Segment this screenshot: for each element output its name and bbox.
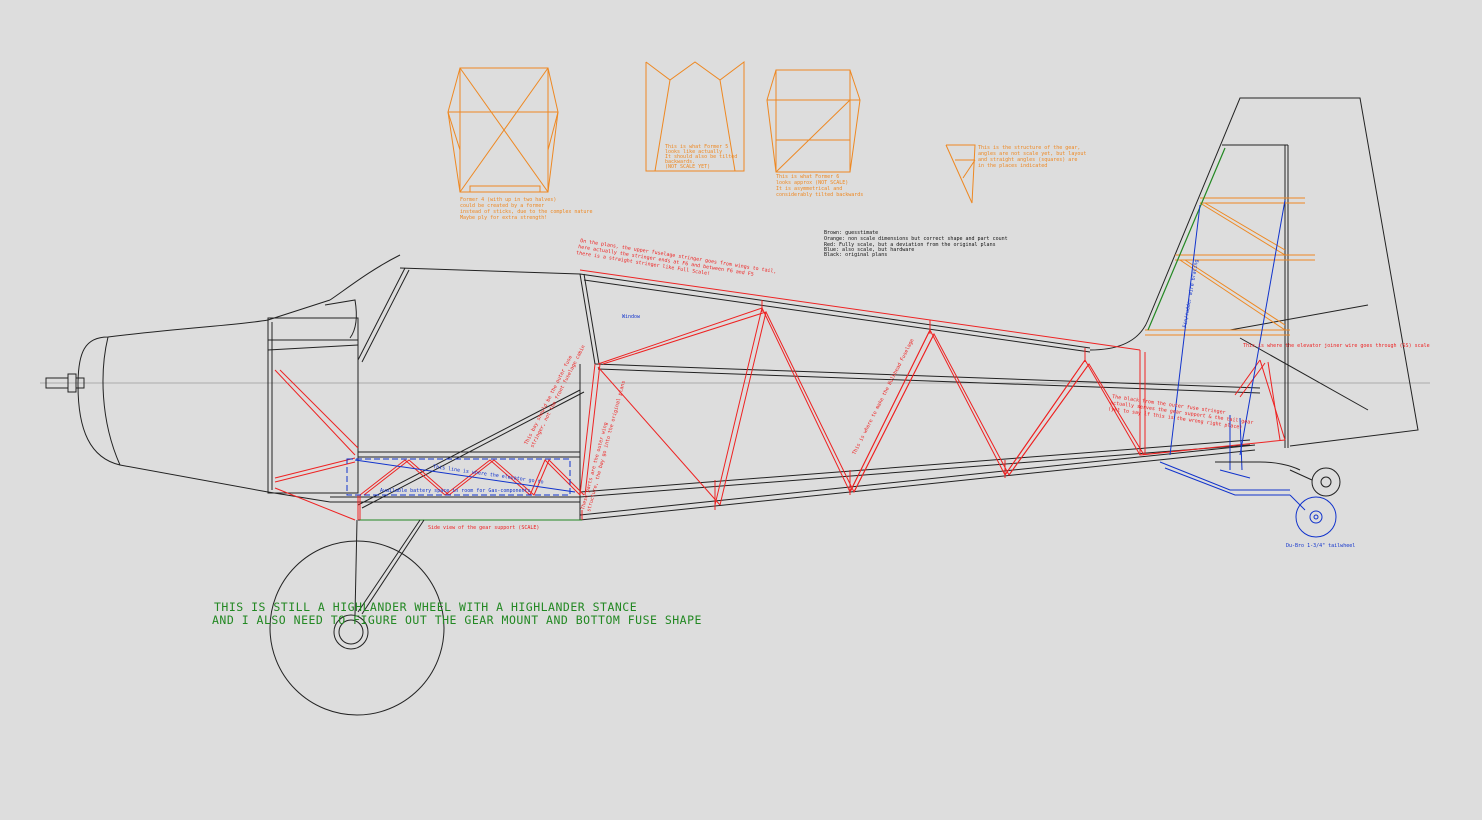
former-6-note-3: It is asymmetrical and <box>776 186 842 192</box>
tail-gear-black <box>1215 461 1341 497</box>
wing-structure-note-2: structure, the bay go into the original … <box>586 380 627 512</box>
color-legend: Brown: guesstimate Orange: non scale dim… <box>824 230 1008 258</box>
former-5-note-2: looks like actually <box>665 149 722 155</box>
window-label: Window <box>622 314 641 320</box>
elevator-wire-line <box>354 459 576 493</box>
gear-structure-drawing <box>945 144 976 204</box>
tail-gear-blue <box>1159 199 1337 538</box>
former-4-drawing <box>447 67 559 193</box>
legend-line-3: Red: Fully scale, but a deviation from t… <box>824 242 996 248</box>
gear-structure-note-2: angles are not scale yet, but layout <box>978 151 1086 157</box>
legend-line-4: Blue: also scale, but hardware <box>824 247 914 253</box>
elevator-wire-label: This line is where the elevator go to <box>433 464 544 485</box>
gear-structure-note-3: and straight angles (squares) are <box>978 157 1077 163</box>
former-5-note-1: This is what Former 5 <box>665 144 728 150</box>
fin-wire-label: Fin/rudder wire bracing <box>1182 259 1200 328</box>
legend-line-1: Brown: guesstimate <box>824 230 878 236</box>
legend-line-2: Orange: non scale dimensions but correct… <box>824 236 1008 242</box>
fin-leading-edge <box>1147 147 1226 331</box>
fuselage-outline <box>267 97 1419 521</box>
former-6-note-1: This is what Former 6 <box>776 174 839 180</box>
former-6-note-4: considerably tilted backwards <box>776 192 863 198</box>
tailwheel-label: Du-Bro 1-3/4" tailwheel <box>1286 543 1355 549</box>
former-5-note-5: (NOT SCALE YET) <box>665 164 710 170</box>
former-4-note-1: Former 4 (with up in two halves) <box>460 197 556 203</box>
former-4-note-3: instead of sticks, due to the complex na… <box>460 209 592 215</box>
former-5-drawing <box>645 61 745 172</box>
green-note-line-2: AND I ALSO NEED TO FIGURE OUT THE GEAR M… <box>212 613 702 627</box>
fuselage-truss-red <box>274 269 1286 521</box>
former-4-note-2: could be created by a former <box>460 203 544 209</box>
former-4-note-4: Maybe ply for extra strength! <box>460 215 547 221</box>
former-6-note-2: looks approx (NOT SCALE) <box>776 180 848 186</box>
former-5-note-3: It should also be tilted <box>665 154 737 160</box>
nose-cowl <box>77 299 331 493</box>
green-note-line-1: THIS IS STILL A HIGHLANDER WHEEL WITH A … <box>214 600 637 614</box>
elevator-joiner-note: This is where the elevator joiner wire g… <box>1243 343 1430 349</box>
gear-structure-note-4: in the places indicated <box>978 163 1047 169</box>
outer-fuse-note-1: This bay should be the outer fuse <box>523 355 573 446</box>
former-6-drawing <box>766 69 861 173</box>
legend-line-5: Black: original plans <box>824 252 887 258</box>
fin-structure-orange <box>1145 197 1315 336</box>
bulkhead-note: This is where to make the Bulkhead Fusel… <box>851 338 915 456</box>
former-5-note-4: backwards. <box>665 159 695 165</box>
battery-space-label: Available battery space in room for Gas-… <box>380 488 531 494</box>
outer-fuse-note-2: stringer, not the front fuselage cabin <box>529 344 586 449</box>
gear-structure-note-1: This is the structure of the gear, <box>978 145 1080 151</box>
battery-space-box <box>346 458 571 496</box>
main-wheel <box>269 519 445 716</box>
spinner-icon <box>45 373 85 393</box>
gear-support-label: Side view of the gear support (SCALE) <box>428 525 539 531</box>
